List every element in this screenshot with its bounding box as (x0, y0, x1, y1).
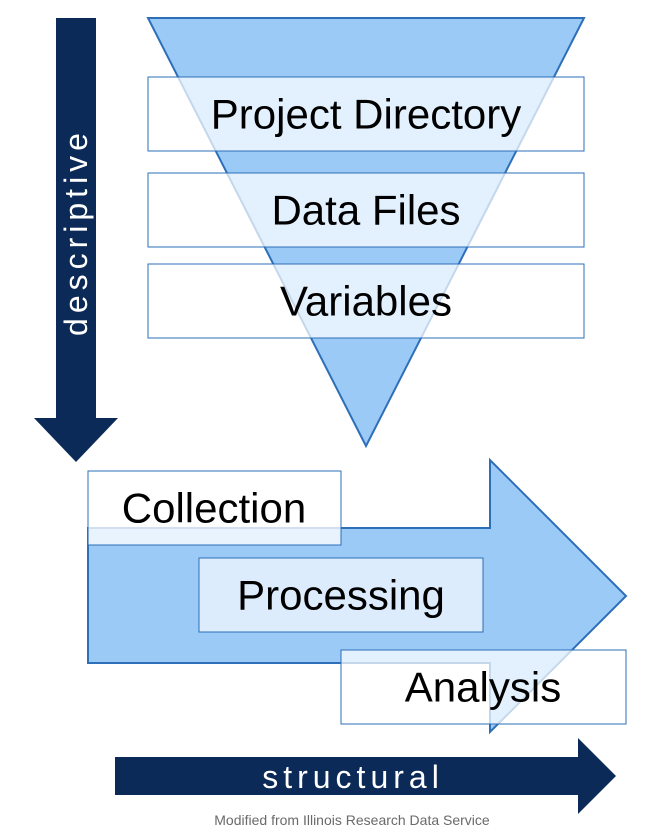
funnel-level-box (147, 172, 585, 248)
structural-arrow-shape (115, 738, 616, 814)
descriptive-arrow-label: descriptive (58, 128, 94, 336)
funnel-level-box (147, 76, 585, 152)
funnel-level-variables: Variables (147, 263, 585, 339)
process-stage-box (198, 557, 484, 633)
process-stage-analysis: Analysis (340, 649, 627, 725)
process-stage-processing: Processing (198, 557, 484, 633)
descriptive-arrow-shape (34, 18, 118, 462)
process-stage-label: Processing (237, 572, 445, 619)
structural-arrow-label: structural (262, 759, 444, 795)
process-stage-collection: Collection (87, 470, 342, 546)
structural-arrow: structural (115, 738, 616, 814)
process-stage-box (340, 649, 627, 725)
source-caption: Modified from Illinois Research Data Ser… (214, 812, 490, 828)
funnel-level-label: Project Directory (211, 91, 521, 138)
funnel-level-project-directory: Project Directory (147, 76, 585, 152)
funnel-level-label: Variables (280, 278, 452, 325)
process-stage-label: Collection (122, 485, 306, 532)
descriptive-arrow: descriptive (34, 18, 118, 462)
funnel-level-label: Data Files (271, 187, 460, 234)
process-stage-box (87, 470, 342, 546)
process-stage-label: Analysis (405, 664, 561, 711)
funnel-level-data-files: Data Files (147, 172, 585, 248)
funnel-level-box (147, 263, 585, 339)
